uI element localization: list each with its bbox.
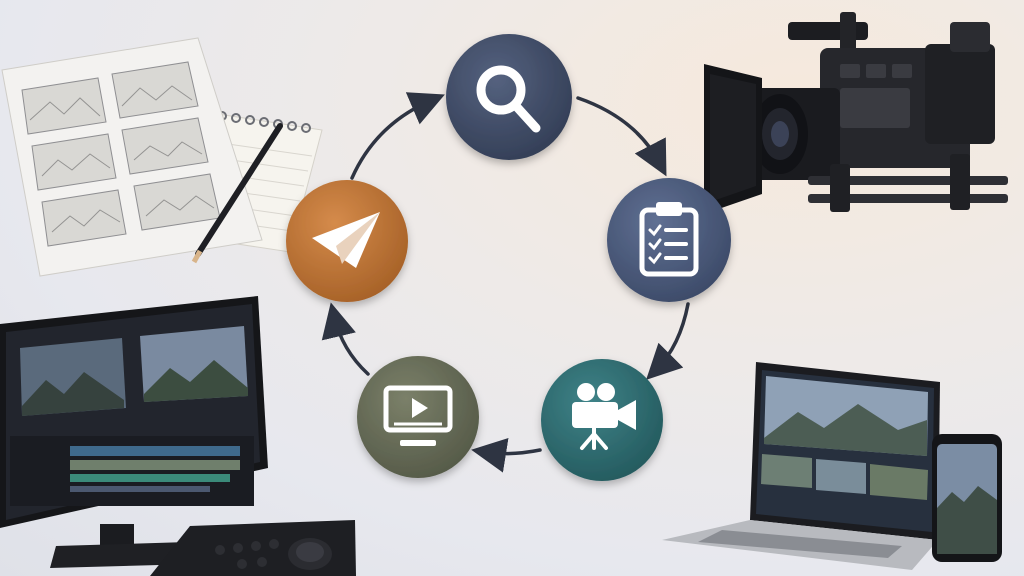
arrow-research-to-planning	[576, 96, 667, 177]
smartphone-landscape	[932, 434, 1002, 562]
video-camera-icon	[572, 383, 636, 450]
clipboard-checklist-icon	[639, 202, 699, 277]
pencil	[191, 123, 283, 264]
arrow-editing-to-distribution	[321, 302, 370, 376]
laptop-gallery	[662, 362, 940, 570]
stage-filming-button[interactable]	[541, 359, 663, 481]
magnifier-icon	[476, 65, 541, 133]
stage-planning-button[interactable]	[607, 178, 731, 302]
arrow-distribution-to-research	[350, 92, 445, 180]
arrow-filming-to-editing	[471, 438, 542, 473]
stage-editing-button[interactable]	[357, 356, 479, 478]
storyboard-sheet	[1, 37, 323, 277]
arrow-planning-to-filming	[646, 302, 690, 380]
stage-research-button[interactable]	[446, 34, 572, 160]
stage-distribution-button[interactable]	[286, 180, 408, 302]
edit-control-surface	[150, 520, 356, 576]
paper-plane-icon	[312, 212, 380, 268]
cinema-camera	[704, 12, 1008, 214]
video-editing-monitor	[0, 296, 268, 568]
monitor-play-icon	[383, 385, 453, 446]
